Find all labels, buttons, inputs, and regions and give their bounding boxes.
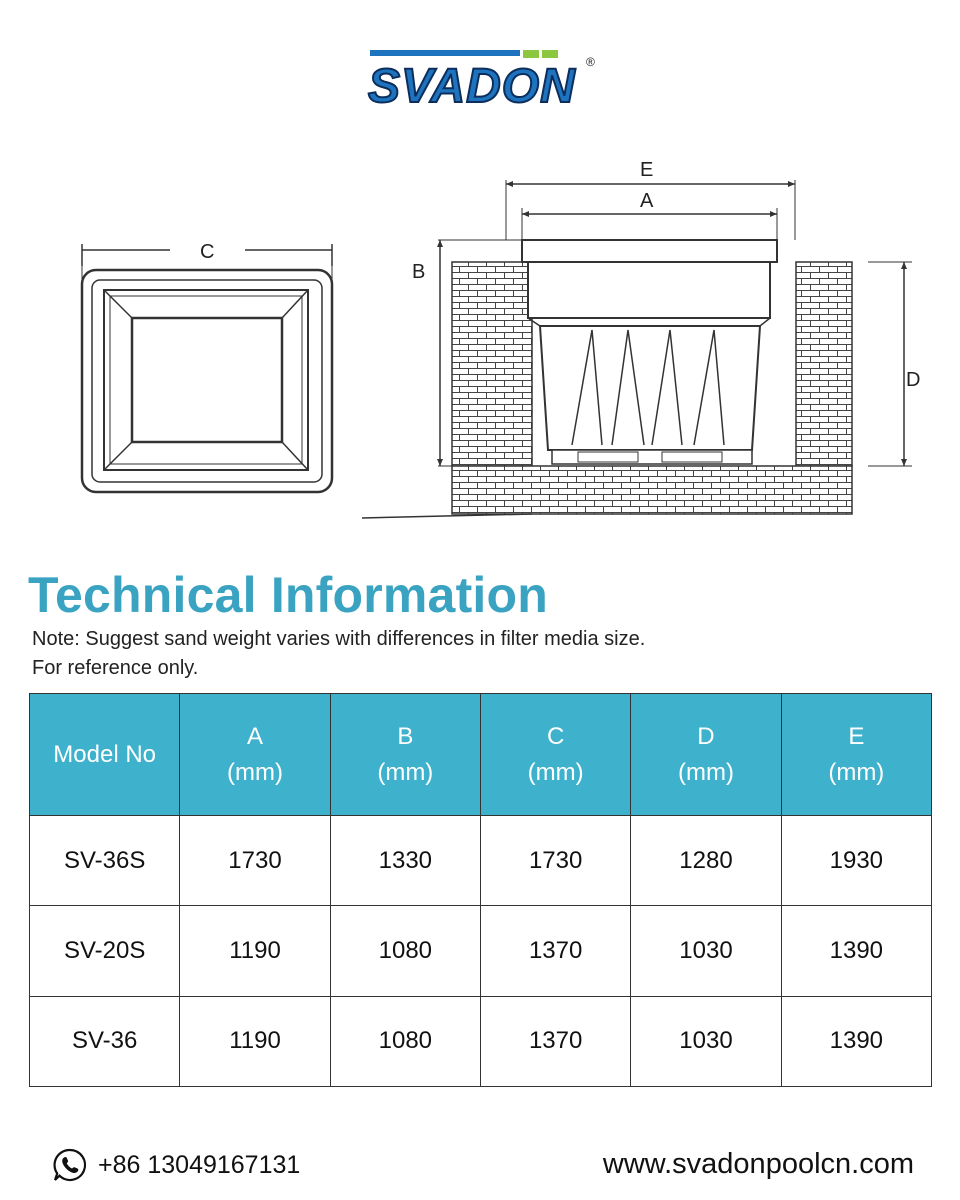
header-model-no: Model No bbox=[28, 693, 181, 816]
cell-c: 1730 bbox=[479, 814, 632, 907]
header-a: A(mm) bbox=[179, 693, 331, 816]
note-line-1: Note: Suggest sand weight varies with di… bbox=[32, 628, 646, 650]
side-view: E A B D bbox=[361, 159, 920, 519]
cell-e: 1390 bbox=[780, 995, 933, 1088]
header-c: C(mm) bbox=[479, 693, 632, 816]
cell-b: 1080 bbox=[329, 905, 481, 997]
note-line-2: For reference only. bbox=[32, 657, 199, 679]
cell-a: 1190 bbox=[179, 905, 331, 997]
page-title: Technical Information bbox=[28, 567, 548, 623]
header-e: E(mm) bbox=[780, 693, 933, 816]
table-row: SV-20S 1190 1080 1370 1030 1390 bbox=[28, 905, 933, 997]
website-link[interactable]: www.svadonpoolcn.com bbox=[602, 1148, 914, 1180]
cell-d: 1030 bbox=[630, 905, 782, 997]
dim-label-b: B bbox=[412, 261, 425, 283]
header-d: D(mm) bbox=[630, 693, 782, 816]
cell-b: 1330 bbox=[329, 814, 481, 907]
dim-label-e: E bbox=[640, 159, 653, 181]
cell-b: 1080 bbox=[329, 995, 481, 1088]
cell-c: 1370 bbox=[479, 995, 632, 1088]
top-view: C bbox=[80, 241, 334, 494]
cell-model: SV-20S bbox=[28, 905, 181, 997]
dim-label-d: D bbox=[906, 369, 920, 391]
cell-d: 1030 bbox=[630, 995, 782, 1088]
table-row: SV-36S 1730 1330 1730 1280 1930 bbox=[28, 814, 933, 907]
cell-model: SV-36 bbox=[28, 995, 181, 1088]
cell-model: SV-36S bbox=[28, 814, 181, 907]
registered-mark: ® bbox=[586, 55, 595, 69]
svadon-logo: SVADON ® bbox=[367, 50, 595, 110]
cell-d: 1280 bbox=[630, 814, 782, 907]
technical-drawing: C E A B D bbox=[80, 159, 920, 519]
cell-a: 1190 bbox=[179, 995, 331, 1088]
specification-table: Model No A(mm) B(mm) C(mm) D(mm) E(mm) S… bbox=[28, 693, 933, 1088]
dim-label-c: C bbox=[200, 241, 214, 263]
cell-a: 1730 bbox=[179, 814, 331, 907]
dim-label-a: A bbox=[640, 190, 654, 212]
cell-e: 1390 bbox=[780, 905, 933, 997]
logo-wordmark: SVADON bbox=[368, 60, 576, 110]
header-b: B(mm) bbox=[329, 693, 481, 816]
whatsapp-phone-icon bbox=[53, 1148, 87, 1182]
cell-e: 1930 bbox=[780, 814, 933, 907]
table-header-row: Model No A(mm) B(mm) C(mm) D(mm) E(mm) bbox=[28, 693, 933, 816]
footer-phone[interactable]: +86 13049167131 bbox=[52, 1145, 300, 1185]
table-row: SV-36 1190 1080 1370 1030 1390 bbox=[28, 995, 933, 1088]
cell-c: 1370 bbox=[479, 905, 632, 997]
phone-number: +86 13049167131 bbox=[98, 1150, 301, 1179]
